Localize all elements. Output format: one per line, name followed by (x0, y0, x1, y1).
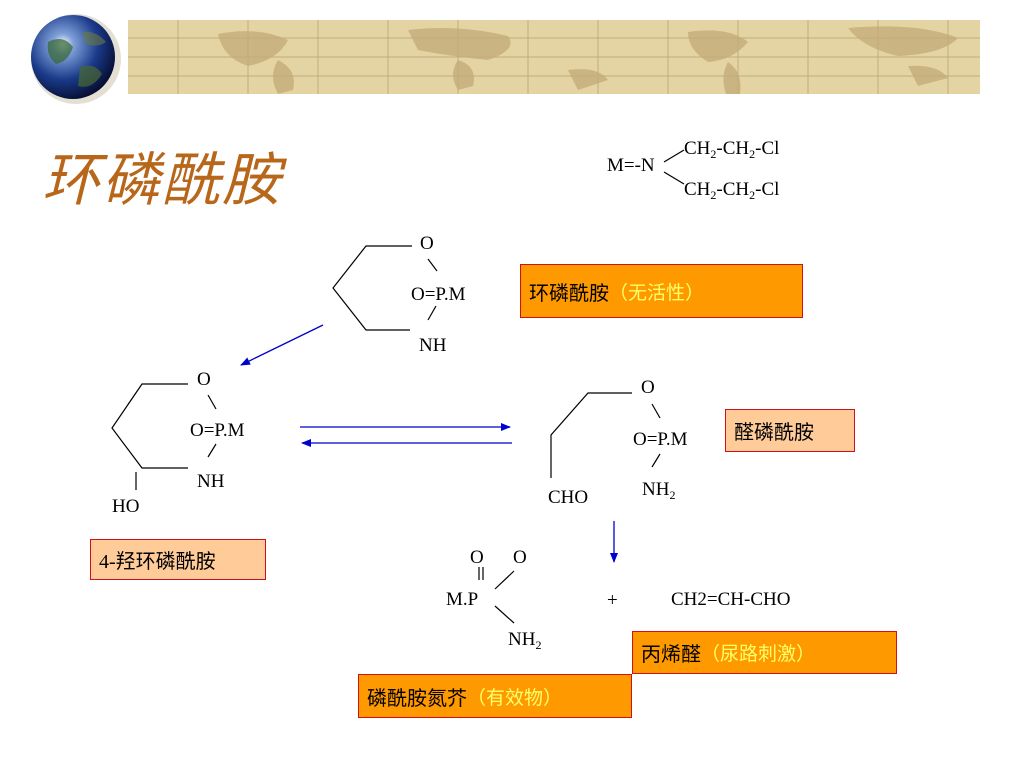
label-acrolein: 丙烯醛（尿路刺激） (632, 631, 897, 674)
label-note: （无活性） (609, 282, 705, 304)
formula-m-eq: M=-N (607, 155, 655, 176)
mustard-o2: O (513, 547, 527, 568)
mustard-o1: O (470, 547, 484, 568)
globe-icon (18, 12, 140, 106)
plus-sign: + (607, 590, 618, 611)
formula-chain-1: CH2-CH2-Cl (684, 138, 780, 161)
label-phosphoramide-mustard: 磷酰胺氮芥（有效物） (358, 674, 632, 718)
label-name: 醛磷酰胺 (734, 422, 814, 444)
mustard-nh2: NH2 (508, 629, 542, 652)
hydroxy-ho: HO (112, 496, 140, 517)
cyclo-o: O (420, 233, 434, 254)
mustard-mp: M.P (446, 589, 479, 610)
map-banner (128, 20, 980, 94)
label-name: 环磷酰胺 (529, 282, 609, 305)
label-note: （有效物） (467, 687, 563, 709)
label-aldophosphamide: 醛磷酰胺 (725, 409, 855, 452)
label-cyclophosphamide: 环磷酰胺（无活性） (520, 264, 803, 318)
aldo-nh2: NH2 (642, 479, 676, 502)
label-name: 磷酰胺氮芥 (367, 687, 467, 710)
page-title: 环磷酰胺 (42, 148, 283, 213)
hydroxy-p: O=P.M (190, 420, 245, 441)
label-name: 丙烯醛 (641, 644, 701, 666)
cyclo-nh: NH (419, 335, 447, 356)
formula-chain-2: CH2-CH2-Cl (684, 179, 780, 202)
acrolein-formula: CH2=CH-CHO (671, 589, 791, 610)
label-note: （尿路刺激） (701, 644, 816, 665)
aldo-o: O (641, 377, 655, 398)
label-4-hydroxy: 4-羟环磷酰胺 (90, 539, 266, 580)
aldo-p: O=P.M (633, 429, 688, 450)
hydroxy-nh: NH (197, 471, 225, 492)
label-name: 4-羟环磷酰胺 (99, 551, 216, 573)
hydroxy-o: O (197, 369, 211, 390)
cyclo-p: O=P.M (411, 284, 466, 305)
aldo-cho: CHO (548, 487, 589, 508)
